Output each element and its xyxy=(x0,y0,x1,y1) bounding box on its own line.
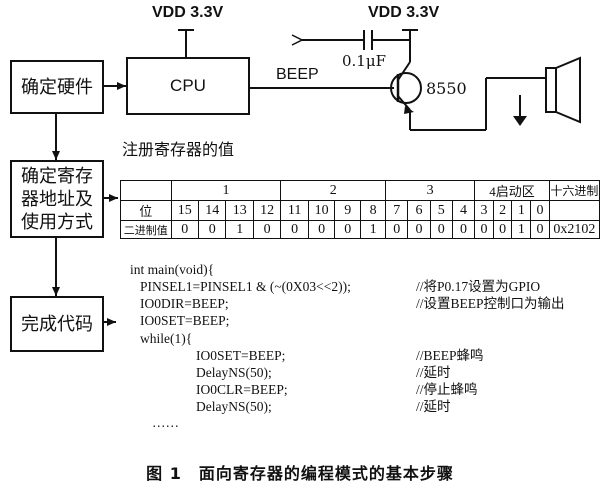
code-line: …… xyxy=(152,415,179,430)
capacitor-label: 0.1μF xyxy=(342,52,387,70)
code-comment: //延时 xyxy=(416,365,451,380)
binary-cell: 0 xyxy=(307,220,336,239)
group-label: 十六进制 xyxy=(548,180,600,201)
code-comment: //延时 xyxy=(416,399,451,414)
group-label: 1 xyxy=(170,180,282,201)
code-line: int main(void){ xyxy=(130,262,215,277)
group-label: 3 xyxy=(385,180,476,201)
vdd-right-label: VDD 3.3V xyxy=(368,4,440,21)
bit-cell: 3 xyxy=(474,200,494,221)
code-line: IO0DIR=BEEP; xyxy=(140,296,229,311)
group-label: 2 xyxy=(280,180,387,201)
binary-cell: 0 xyxy=(407,220,431,239)
bit-cell: 4 xyxy=(451,200,476,221)
bit-cell: 2 xyxy=(492,200,513,221)
code-line: while(1){ xyxy=(140,331,193,346)
binary-cell: 1 xyxy=(225,220,254,239)
transistor-label: 8550 xyxy=(426,79,467,98)
bit-cell: 8 xyxy=(360,200,387,221)
flow-step-label: 确定硬件 xyxy=(21,76,93,98)
flow-step-code: 完成代码 xyxy=(10,296,104,352)
binary-cell: 0 xyxy=(451,220,476,239)
binary-cell: 0 xyxy=(530,220,550,239)
group-label: 4启动区 xyxy=(474,180,550,201)
bit-cell: 7 xyxy=(385,200,409,221)
bit-cell: 9 xyxy=(334,200,362,221)
code-comment: //停止蜂鸣 xyxy=(416,382,478,397)
table-row: 1 2 3 4启动区 十六进制 xyxy=(120,180,600,201)
code-line: DelayNS(50); xyxy=(196,365,272,380)
register-heading: 注册寄存器的值 xyxy=(122,140,235,159)
row-label: 二进制值 xyxy=(120,220,172,239)
binary-cell: 0 xyxy=(474,220,494,239)
vdd-left-label: VDD 3.3V xyxy=(152,4,224,21)
bit-cell: 14 xyxy=(197,200,227,221)
row-label: 位 xyxy=(120,200,172,221)
bit-cell: 10 xyxy=(307,200,336,221)
bit-cell: 1 xyxy=(511,200,532,221)
cpu-label: CPU xyxy=(170,76,206,95)
flow-step-hardware: 确定硬件 xyxy=(10,60,104,114)
bit-cell: 11 xyxy=(280,200,309,221)
binary-cell: 0 xyxy=(197,220,227,239)
code-line: IO0SET=BEEP; xyxy=(196,348,286,363)
binary-cell: 0 xyxy=(385,220,409,239)
hex-value: 0x2102 xyxy=(548,220,600,239)
binary-cell: 0 xyxy=(429,220,453,239)
flow-step-register: 确定寄存器地址及使用方式 xyxy=(10,160,104,238)
flow-step-label: 确定寄存器地址及使用方式 xyxy=(21,165,93,233)
speaker-body xyxy=(545,67,557,113)
code-line: IO0CLR=BEEP; xyxy=(196,382,288,397)
code-line: PINSEL1=PINSEL1 & (~(0X03<<2)); xyxy=(140,279,351,294)
code-line: DelayNS(50); xyxy=(196,399,272,414)
beep-label: BEEP xyxy=(276,66,319,83)
bit-cell: 0 xyxy=(530,200,550,221)
code-line: IO0SET=BEEP; xyxy=(140,313,230,328)
bit-cell: 13 xyxy=(225,200,254,221)
transistor-8550 xyxy=(390,72,422,104)
table-corner xyxy=(120,180,172,201)
flow-step-label: 完成代码 xyxy=(21,313,93,335)
bit-cell: 5 xyxy=(429,200,453,221)
bit-cell: 12 xyxy=(252,200,282,221)
binary-cell: 0 xyxy=(252,220,282,239)
speaker-cone xyxy=(555,56,581,124)
code-comment: //BEEP蜂鸣 xyxy=(416,348,484,363)
code-comment: //设置BEEP控制口为输出 xyxy=(416,296,565,311)
binary-cell: 0 xyxy=(492,220,513,239)
bit-cell: 6 xyxy=(407,200,431,221)
binary-cell: 1 xyxy=(360,220,387,239)
binary-cell: 0 xyxy=(280,220,309,239)
binary-cell: 0 xyxy=(334,220,362,239)
cpu-block: CPU xyxy=(126,57,250,115)
binary-cell: 0 xyxy=(170,220,199,239)
ground-symbol xyxy=(513,116,527,126)
hex-header-cell xyxy=(548,200,600,221)
figure-caption: 图 1 面向寄存器的编程模式的基本步骤 xyxy=(146,464,454,483)
bit-cell: 15 xyxy=(170,200,199,221)
binary-cell: 1 xyxy=(511,220,532,239)
code-comment: //将P0.17设置为GPIO xyxy=(416,279,541,294)
